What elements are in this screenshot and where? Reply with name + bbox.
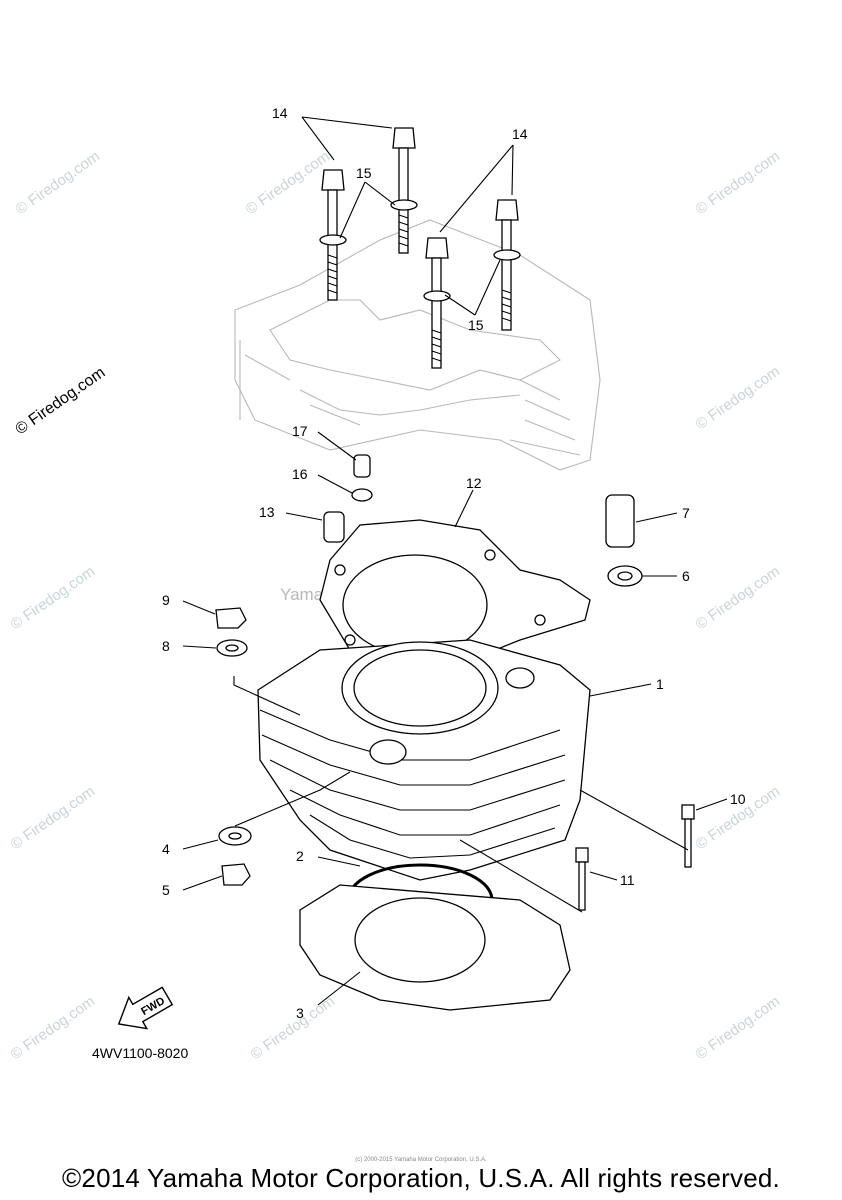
cylinder-block-1 bbox=[257, 639, 591, 881]
dowel-pins bbox=[323, 454, 373, 543]
part-code: 4WV1100-8020 bbox=[92, 1045, 189, 1061]
copyright-notice: ©2014 Yamaha Motor Corporation, U.S.A. A… bbox=[62, 1163, 780, 1193]
bolt-10 bbox=[681, 804, 695, 868]
callout-8: 8 bbox=[162, 638, 170, 654]
watermark: © Firedog.com bbox=[8, 993, 99, 1063]
head-bolts bbox=[319, 127, 521, 369]
callout-17: 17 bbox=[292, 423, 308, 439]
firedog-side-watermark: © Firedog.com bbox=[13, 364, 109, 438]
callout-1: 1 bbox=[656, 676, 664, 692]
watermark: © Firedog.com bbox=[693, 993, 784, 1063]
callout-11: 11 bbox=[620, 872, 635, 888]
callout-4: 4 bbox=[162, 841, 170, 857]
leader-lines bbox=[182, 116, 728, 1006]
fwd-arrow-icon: FWD bbox=[117, 986, 174, 1030]
callout-6: 6 bbox=[682, 568, 690, 584]
callout-13: 13 bbox=[259, 504, 275, 520]
callout-10: 10 bbox=[730, 791, 746, 807]
bolt-14-c bbox=[423, 237, 451, 369]
callout-5: 5 bbox=[162, 882, 170, 898]
assembly-lines bbox=[233, 676, 689, 913]
cylinder-head-outline bbox=[234, 219, 601, 471]
callout-14: 14 bbox=[272, 105, 288, 121]
bolt-14-a bbox=[319, 169, 347, 301]
watermark: © Firedog.com bbox=[8, 563, 99, 633]
watermark: © Firedog.com bbox=[8, 783, 99, 853]
watermark: © Firedog.com bbox=[13, 148, 104, 218]
base-gasket-3 bbox=[299, 884, 571, 1011]
watermark: © Firedog.com bbox=[248, 993, 339, 1063]
callout-15: 15 bbox=[356, 165, 372, 181]
nut-washer-9-8 bbox=[215, 607, 248, 657]
watermark: © Firedog.com bbox=[243, 148, 334, 218]
watermark: © Firedog.com bbox=[693, 363, 784, 433]
callout-9: 9 bbox=[162, 592, 170, 608]
bolt-11 bbox=[575, 847, 589, 911]
callout-14: 14 bbox=[512, 126, 528, 142]
callout-15: 15 bbox=[468, 317, 484, 333]
callout-12: 12 bbox=[466, 475, 482, 491]
callout-16: 16 bbox=[292, 466, 308, 482]
part-7-6 bbox=[605, 494, 643, 587]
callout-2: 2 bbox=[296, 848, 304, 864]
callout-3: 3 bbox=[296, 1005, 304, 1021]
bolt-14-b bbox=[390, 127, 418, 254]
callouts: 14 14 15 15 17 16 13 12 7 6 9 8 1 4 5 2 … bbox=[162, 105, 746, 1021]
callout-7: 7 bbox=[682, 505, 690, 521]
watermark: © Firedog.com bbox=[693, 563, 784, 633]
watermark: © Firedog.com bbox=[693, 148, 784, 218]
washer-nut-4-5 bbox=[218, 826, 252, 886]
bolt-14-d bbox=[493, 199, 521, 331]
small-print: (c) 2000-2015 Yamaha Motor Corporation, … bbox=[355, 1157, 487, 1163]
